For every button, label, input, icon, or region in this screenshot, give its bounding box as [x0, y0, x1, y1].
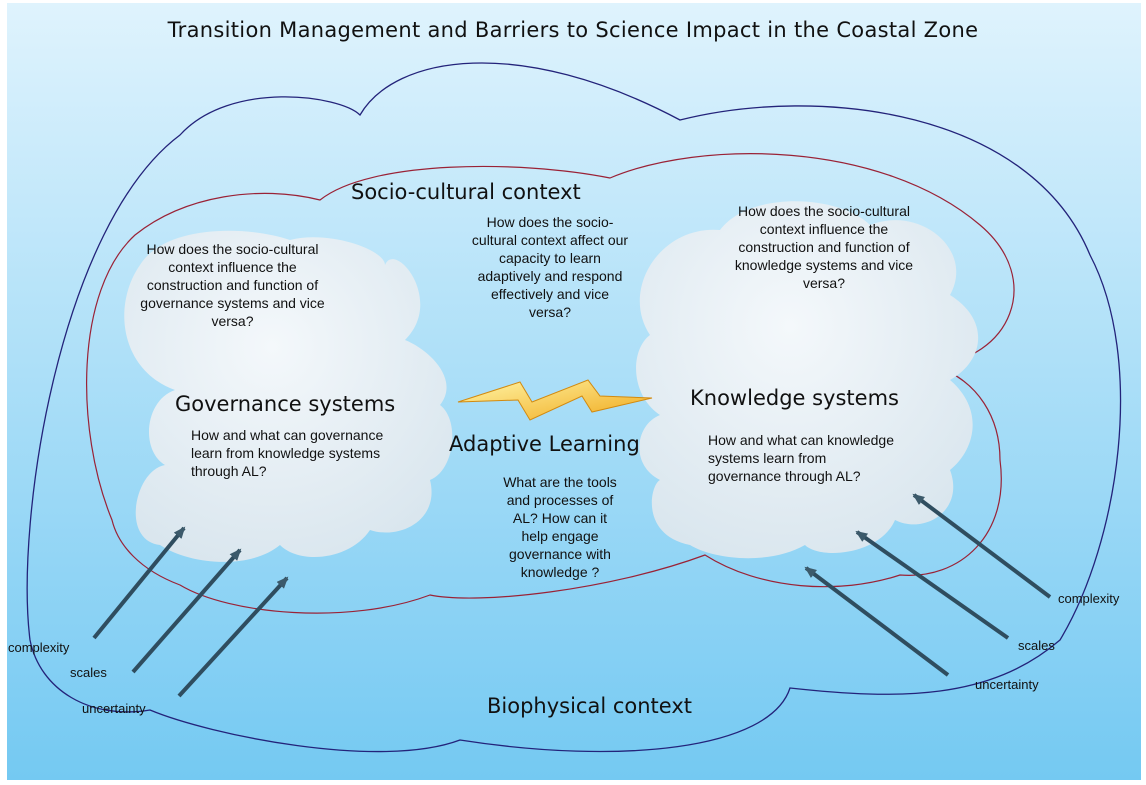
arrow-complexity-left: [92, 526, 186, 640]
label-scales-right: scales: [1018, 638, 1055, 653]
knowledge-socio-question: How does the socio-cultural context infl…: [734, 203, 914, 291]
knowledge-heading: Knowledge systems: [690, 386, 899, 410]
adaptive-learning-heading: Adaptive Learning: [449, 432, 640, 456]
governance-cloud: [124, 230, 453, 562]
arrow-uncertainty-right: [804, 566, 950, 677]
adaptive-learning-question: What are the tools and processes of AL? …: [503, 474, 617, 580]
knowledge-learn-question: How and what can knowledge systems learn…: [708, 432, 895, 484]
label-complexity-right: complexity: [1058, 591, 1120, 606]
governance-socio-question: How does the socio-cultural context infl…: [140, 241, 325, 329]
governance-learn-question: How and what can governance learn from k…: [191, 427, 384, 479]
diagram-title: Transition Management and Barriers to Sc…: [167, 18, 979, 42]
biophysical-boundary: [26, 62, 1122, 753]
governance-heading: Governance systems: [175, 392, 396, 416]
lightning-bolt: [457, 379, 653, 421]
biophysical-heading: Biophysical context: [487, 694, 693, 718]
label-complexity-left: complexity: [8, 640, 70, 655]
label-uncertainty-left: uncertainty: [82, 701, 146, 716]
label-uncertainty-right: uncertainty: [975, 677, 1039, 692]
knowledge-cloud: [636, 201, 979, 559]
arrow-scales-right: [855, 530, 1010, 640]
arrow-scales-left: [131, 548, 242, 674]
arrow-uncertainty-left: [177, 576, 289, 698]
socio-cultural-heading: Socio-cultural context: [351, 180, 581, 204]
center-socio-question: How does the socio-cultural context affe…: [471, 214, 629, 320]
label-scales-left: scales: [70, 665, 107, 680]
arrow-complexity-right: [912, 493, 1052, 599]
